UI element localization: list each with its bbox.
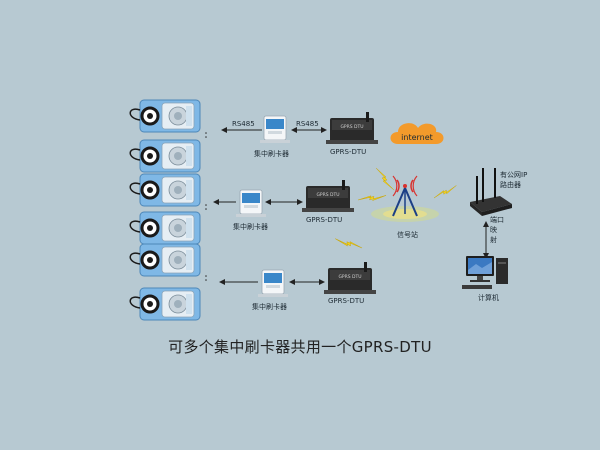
- gprs-dtu-1: [326, 112, 378, 144]
- router-label-line-1: 有公网IP: [500, 170, 527, 179]
- gprs-dtu-1-label: GPRS-DTU: [330, 148, 366, 156]
- ellipsis-dots: [205, 132, 207, 281]
- router-icon: [470, 168, 512, 216]
- base-station-icon: [371, 175, 439, 222]
- computer-label: 计算机: [478, 293, 499, 302]
- meter-3: [138, 172, 202, 208]
- rs485-label-left: RS485: [232, 120, 255, 128]
- card-reader-1-label: 集中刷卡器: [254, 149, 289, 158]
- router-label: 有公网IP 路由器: [500, 170, 530, 189]
- lightning-1-icon: [375, 167, 395, 191]
- base-station-label: 信号站: [397, 230, 418, 239]
- computer-icon: [462, 256, 508, 289]
- lightning-3-icon: [334, 230, 363, 256]
- lightning-4-icon: [433, 181, 457, 202]
- internet-cloud-icon: internet: [390, 123, 444, 144]
- diagram-caption: 可多个集中刷卡器共用一个GPRS-DTU: [168, 338, 432, 356]
- lightning-2-icon: [357, 184, 387, 212]
- rs485-label-right: RS485: [296, 120, 319, 128]
- meter-4: [138, 210, 202, 246]
- meter-cables: [129, 108, 141, 309]
- meter-5: [138, 242, 202, 278]
- card-reader-2-label: 集中刷卡器: [233, 222, 268, 231]
- gprs-dtu-3: [324, 262, 376, 294]
- gprs-dtu-2: [302, 180, 354, 212]
- internet-label: internet: [401, 133, 433, 142]
- gprs-dtu-2-label: GPRS-DTU: [306, 216, 342, 224]
- meter-2: [138, 138, 202, 174]
- meter-6: [138, 286, 202, 322]
- card-reader-3: [257, 269, 289, 298]
- port-mapping-label: 端口 映射: [490, 215, 506, 244]
- card-reader-3-label: 集中刷卡器: [252, 302, 287, 311]
- card-reader-1: [259, 115, 291, 144]
- meter-1: [138, 98, 202, 134]
- gprs-dtu-3-label: GPRS-DTU: [328, 297, 364, 305]
- router-label-line-2: 路由器: [500, 180, 521, 189]
- card-reader-2: [235, 189, 267, 218]
